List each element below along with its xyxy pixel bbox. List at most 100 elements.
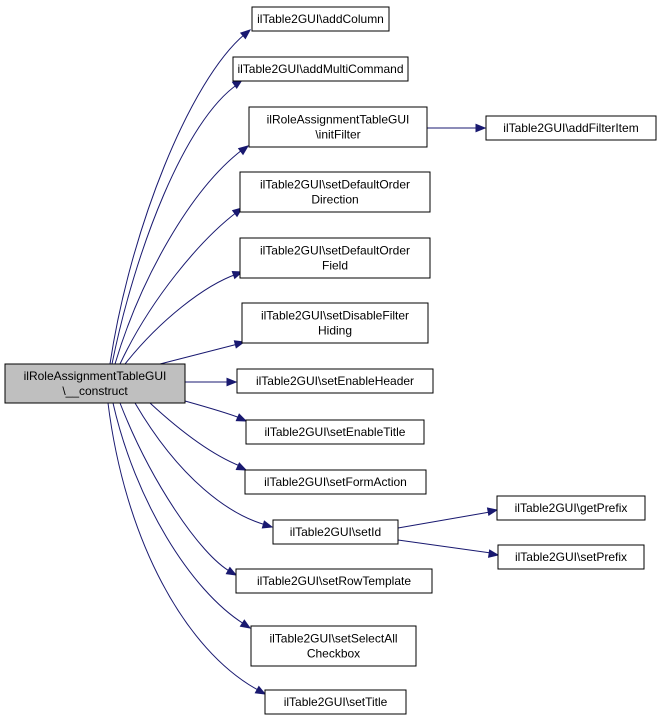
node-setTitle[interactable]: ilTable2GUI\setTitle bbox=[264, 689, 407, 715]
edge-arrowhead bbox=[254, 685, 267, 695]
node-box bbox=[250, 625, 417, 667]
node-label-line: \__construct bbox=[62, 384, 128, 398]
edge-line bbox=[112, 402, 245, 625]
node-box bbox=[239, 171, 431, 213]
edge-line bbox=[114, 149, 243, 365]
node-label-line: ilTable2GUI\setRowTemplate bbox=[257, 574, 411, 588]
node-box bbox=[497, 544, 645, 570]
node-label-line: ilTable2GUI\addFilterItem bbox=[503, 121, 638, 135]
edge-root-to-setRowTemplate bbox=[119, 402, 238, 576]
edge-arrowhead bbox=[239, 619, 252, 629]
node-box bbox=[236, 368, 434, 394]
node-setFormAction[interactable]: ilTable2GUI\setFormAction bbox=[244, 469, 427, 495]
edge-line bbox=[149, 402, 241, 467]
node-box bbox=[235, 568, 433, 594]
node-box bbox=[248, 106, 428, 148]
node-label-line: ilTable2GUI\setId bbox=[290, 525, 381, 539]
edge-root-to-setDefaultOrderField bbox=[124, 271, 244, 365]
node-label-line: ilTable2GUI\setDefaultOrder bbox=[260, 178, 410, 192]
node-label-line: ilTable2GUI\addMultiCommand bbox=[237, 62, 403, 76]
edge-line bbox=[107, 402, 259, 691]
node-box bbox=[272, 519, 399, 545]
edge-root-to-setSelectAllCheckbox bbox=[112, 402, 252, 629]
node-setEnableHeader[interactable]: ilTable2GUI\setEnableHeader bbox=[236, 368, 434, 394]
node-box bbox=[239, 237, 431, 279]
edge-line bbox=[111, 83, 239, 365]
edge-line bbox=[184, 400, 241, 419]
nodes-layer: ilRoleAssignmentTableGUI\__constructilTa… bbox=[4, 6, 657, 715]
node-addMultiCommand[interactable]: ilTable2GUI\addMultiCommand bbox=[232, 56, 409, 82]
node-box bbox=[244, 469, 427, 495]
edge-setId-to-getPrefix bbox=[397, 507, 499, 529]
edge-arrowhead bbox=[225, 566, 238, 576]
node-label-line: Hiding bbox=[318, 324, 352, 338]
edge-root-to-addMultiCommand bbox=[111, 79, 244, 365]
edge-arrowhead bbox=[487, 549, 500, 558]
edges-layer bbox=[107, 29, 500, 695]
node-label-line: ilTable2GUI\setDefaultOrder bbox=[260, 244, 410, 258]
edge-setId-to-setPrefix bbox=[397, 539, 500, 558]
edge-root-to-initFilter bbox=[114, 145, 250, 365]
node-label-line: ilTable2GUI\setPrefix bbox=[515, 550, 627, 564]
edge-line bbox=[119, 402, 232, 573]
node-label-line: ilTable2GUI\getPrefix bbox=[515, 501, 628, 515]
node-box bbox=[241, 302, 429, 344]
node-label-line: Field bbox=[322, 259, 348, 273]
edge-arrowhead bbox=[475, 123, 487, 133]
node-box bbox=[251, 6, 390, 32]
node-setId[interactable]: ilTable2GUI\setId bbox=[272, 519, 399, 545]
node-addColumn[interactable]: ilTable2GUI\addColumn bbox=[251, 6, 390, 32]
node-label-line: ilRoleAssignmentTableGUI bbox=[267, 113, 410, 127]
edge-root-to-setId bbox=[134, 402, 274, 529]
node-label-line: ilTable2GUI\setDisableFilter bbox=[261, 309, 409, 323]
edge-root-to-setDefaultOrderDirection bbox=[119, 207, 244, 365]
node-label-line: ilTable2GUI\setEnableHeader bbox=[256, 374, 414, 388]
node-label-line: \initFilter bbox=[315, 128, 360, 142]
edge-root-to-setFormAction bbox=[149, 402, 248, 471]
node-getPrefix[interactable]: ilTable2GUI\getPrefix bbox=[496, 495, 646, 521]
node-setEnableTitle[interactable]: ilTable2GUI\setEnableTitle bbox=[245, 419, 425, 445]
node-box bbox=[264, 689, 407, 715]
edge-line bbox=[124, 273, 238, 365]
node-label-line: ilTable2GUI\setFormAction bbox=[264, 475, 407, 489]
edge-line bbox=[119, 211, 238, 365]
node-label-line: ilTable2GUI\setEnableTitle bbox=[265, 425, 406, 439]
edge-root-to-setTitle bbox=[107, 402, 267, 695]
node-addFilterItem[interactable]: ilTable2GUI\addFilterItem bbox=[485, 115, 657, 141]
edge-initFilter-to-addFilterItem bbox=[427, 123, 487, 133]
node-box bbox=[232, 56, 409, 82]
edge-arrowhead bbox=[261, 520, 274, 529]
edge-root-to-addColumn bbox=[109, 29, 252, 365]
node-label-line: ilTable2GUI\setTitle bbox=[284, 695, 388, 709]
node-setRowTemplate[interactable]: ilTable2GUI\setRowTemplate bbox=[235, 568, 433, 594]
node-box bbox=[4, 363, 186, 404]
edge-root-to-setEnableHeader bbox=[185, 377, 238, 387]
edge-line bbox=[134, 402, 267, 526]
edge-arrowhead bbox=[239, 29, 252, 40]
edge-line bbox=[397, 511, 491, 529]
edge-root-to-setEnableTitle bbox=[184, 400, 248, 422]
node-box bbox=[485, 115, 657, 141]
edge-line bbox=[397, 539, 492, 554]
edge-arrowhead bbox=[226, 377, 238, 387]
node-setPrefix[interactable]: ilTable2GUI\setPrefix bbox=[497, 544, 645, 570]
node-initFilter[interactable]: ilRoleAssignmentTableGUI\initFilter bbox=[248, 106, 428, 148]
node-label-line: ilRoleAssignmentTableGUI bbox=[24, 369, 167, 383]
edge-arrowhead bbox=[237, 145, 250, 156]
edge-arrowhead bbox=[235, 413, 248, 422]
edge-arrowhead bbox=[235, 462, 248, 471]
node-label-line: ilTable2GUI\addColumn bbox=[257, 12, 384, 26]
node-box bbox=[496, 495, 646, 521]
edge-line bbox=[159, 343, 239, 365]
node-label-line: ilTable2GUI\setSelectAll bbox=[269, 632, 397, 646]
node-label-line: Direction bbox=[311, 193, 358, 207]
edge-root-to-setDisableFilterHiding bbox=[159, 340, 246, 365]
node-box bbox=[245, 419, 425, 445]
edge-line bbox=[109, 33, 246, 365]
node-root[interactable]: ilRoleAssignmentTableGUI\__construct bbox=[4, 363, 186, 404]
